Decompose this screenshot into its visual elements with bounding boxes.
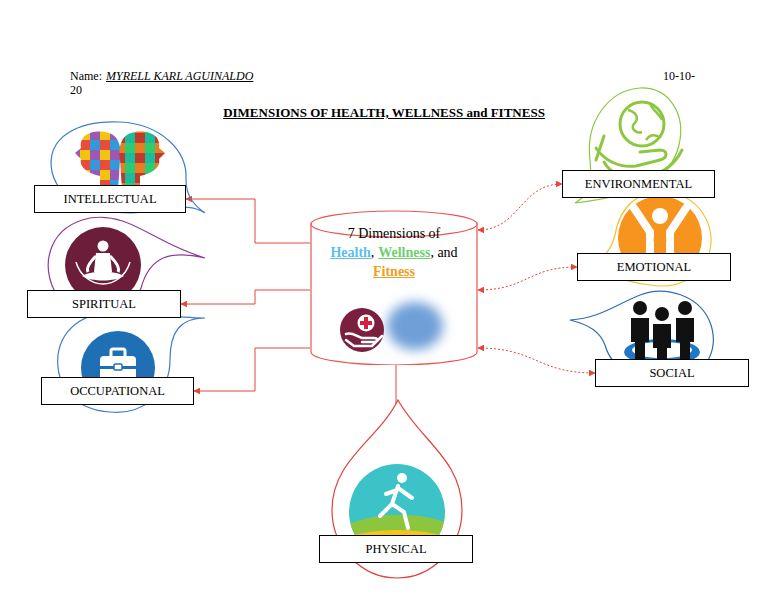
dimension-label-box: SPIRITUAL <box>27 290 181 318</box>
heading-word: , and <box>430 245 457 260</box>
connector-arrow <box>478 184 562 230</box>
cylinder-heading: 7 Dimensions of Health,Wellness, andFitne… <box>310 224 478 281</box>
dimension-name: SOCIAL <box>649 366 694 381</box>
occupational-bubble-part <box>111 349 125 358</box>
dimension-name: EMOTIONAL <box>617 260 691 275</box>
dimension-name: INTELLECTUAL <box>63 192 156 207</box>
name-label: Name: <box>70 69 102 83</box>
page-title: DIMENSIONS OF HEALTH, WELLNESS and FITNE… <box>0 105 768 121</box>
heading-text: 7 Dimensions of <box>310 224 478 243</box>
dimension-name: OCCUPATIONAL <box>70 384 165 399</box>
environmental-bubble-part <box>620 102 664 146</box>
dimension-label-box: SOCIAL <box>595 359 749 387</box>
dimension-name: ENVIRONMENTAL <box>585 177 692 192</box>
health-care-icon <box>346 333 382 346</box>
spiritual-bubble-part <box>98 241 109 252</box>
social-bubble-part <box>655 307 669 321</box>
intellectual-bubble-part <box>120 132 165 190</box>
dimension-label-box: OCCUPATIONAL <box>41 377 194 405</box>
center-cylinder: 7 Dimensions of Health,Wellness, andFitne… <box>310 210 478 365</box>
health-care-icon <box>360 317 372 329</box>
heading-word: Health <box>330 245 370 260</box>
date-label: 10-10- 20 <box>70 69 700 97</box>
environmental-bubble-part <box>628 104 662 140</box>
heading-word: Wellness <box>378 245 430 260</box>
dimension-name: PHYSICAL <box>365 542 426 557</box>
social-bubble-part <box>631 318 649 362</box>
emotional-bubble-part <box>654 236 667 250</box>
health-care-icon <box>358 315 375 332</box>
connector-arrow <box>478 348 595 373</box>
spiritual-bubble-part <box>76 262 130 284</box>
dimension-label-box: PHYSICAL <box>319 535 473 563</box>
health-care-icon <box>340 308 384 352</box>
heading-word: Fitness <box>310 262 478 281</box>
blurred-image <box>387 302 443 350</box>
physical-bubble-part <box>397 473 407 483</box>
health-care-icon <box>340 308 384 352</box>
dimension-name: SPIRITUAL <box>72 297 136 312</box>
spiritual-bubble-part <box>94 253 112 272</box>
social-bubble-part <box>676 318 694 362</box>
cylinder-body <box>311 223 477 365</box>
dimension-label-box: EMOTIONAL <box>577 253 731 281</box>
intellectual-bubble-part <box>75 132 120 190</box>
connector-arrow <box>181 290 310 304</box>
heading-word: , <box>371 245 375 260</box>
emotional-bubble-part <box>652 208 668 224</box>
spiritual-bubble-part <box>87 256 118 272</box>
student-name: MYRELL KARL AGUINALDO <box>106 69 279 83</box>
social-bubble-part <box>633 301 647 315</box>
connector-arrow <box>186 199 310 243</box>
social-bubble-part <box>678 301 692 315</box>
physical-bubble-part <box>380 486 412 528</box>
occupational-bubble-part <box>114 364 122 370</box>
dimension-label-box: ENVIRONMENTAL <box>562 170 715 198</box>
connector-arrow <box>478 267 577 290</box>
dimension-label-box: INTELLECTUAL <box>34 185 186 213</box>
connector-arrow <box>194 348 310 391</box>
